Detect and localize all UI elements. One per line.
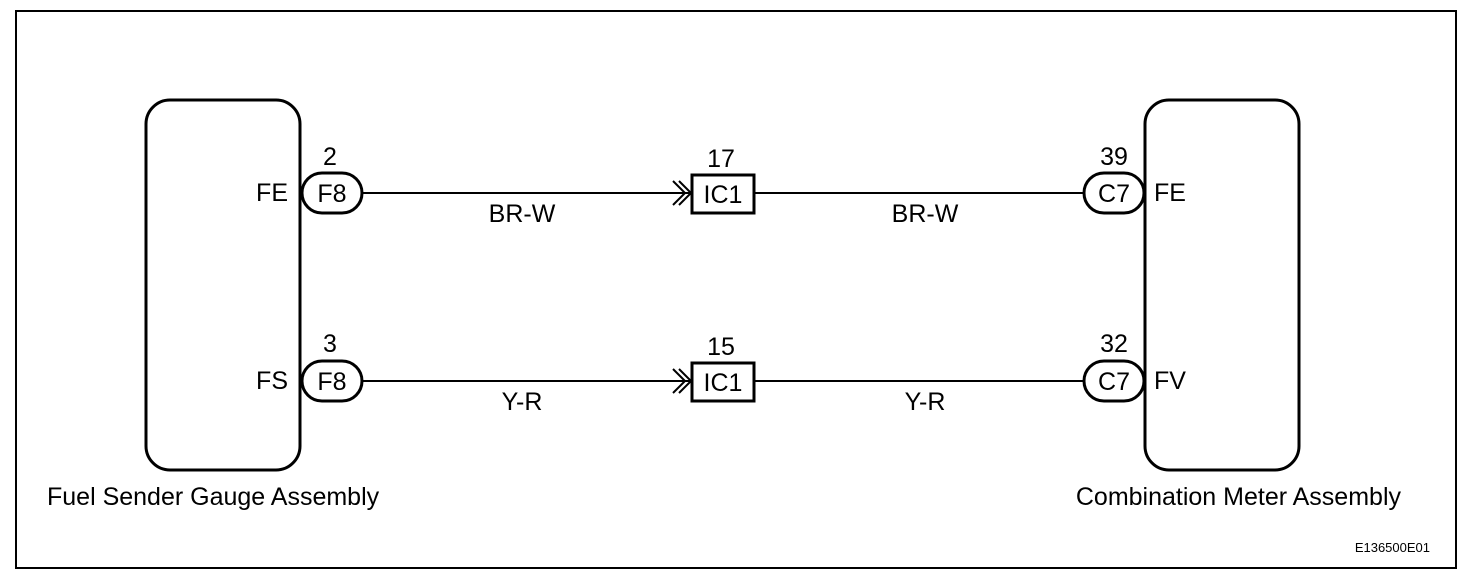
right-pin-top: 39 — [1100, 143, 1128, 171]
wire-2-arrow-outer — [672, 368, 687, 394]
left-pin-top: 2 — [323, 143, 337, 171]
fuel-sender-gauge-title: Fuel Sender Gauge Assembly — [47, 483, 380, 511]
fuel-sender-gauge-body — [144, 98, 302, 472]
wire-2-left-color: Y-R — [502, 388, 543, 416]
left-connector-top-label: F8 — [317, 180, 346, 208]
figure-code: E136500E01 — [1355, 540, 1430, 555]
connector-c7-bottom — [1082, 359, 1146, 403]
junction-pin-bottom: 15 — [707, 333, 735, 361]
junction-ic1-bottom — [690, 361, 756, 403]
left-pin-bottom: 3 — [323, 330, 337, 358]
wire-1-left-color: BR-W — [489, 200, 556, 228]
right-signal-fv: FV — [1154, 367, 1186, 395]
connector-f8-top — [300, 171, 364, 215]
left-signal-fe: FE — [256, 179, 288, 207]
junction-pin-top: 17 — [707, 145, 735, 173]
wire-2-arrow-inner — [678, 368, 693, 394]
wire-1-arrow-outer — [672, 180, 687, 206]
right-pin-bottom: 32 — [1100, 330, 1128, 358]
right-connector-top-label: C7 — [1098, 180, 1130, 208]
wire-2-right-color: Y-R — [905, 388, 946, 416]
combination-meter-body — [1143, 98, 1301, 472]
connector-f8-bottom — [300, 359, 364, 403]
left-connector-bottom-label: F8 — [317, 368, 346, 396]
right-signal-fe: FE — [1154, 179, 1186, 207]
combination-meter-title: Combination Meter Assembly — [1076, 483, 1402, 511]
wire-1-arrow-inner — [678, 180, 693, 206]
diagram-frame — [15, 10, 1457, 569]
left-signal-fs: FS — [256, 367, 288, 395]
connector-c7-top — [1082, 171, 1146, 215]
junction-bottom-label: IC1 — [704, 369, 743, 397]
right-connector-bottom-label: C7 — [1098, 368, 1130, 396]
junction-top-label: IC1 — [704, 181, 743, 209]
junction-ic1-top — [690, 173, 756, 215]
wire-1-right-color: BR-W — [892, 200, 959, 228]
